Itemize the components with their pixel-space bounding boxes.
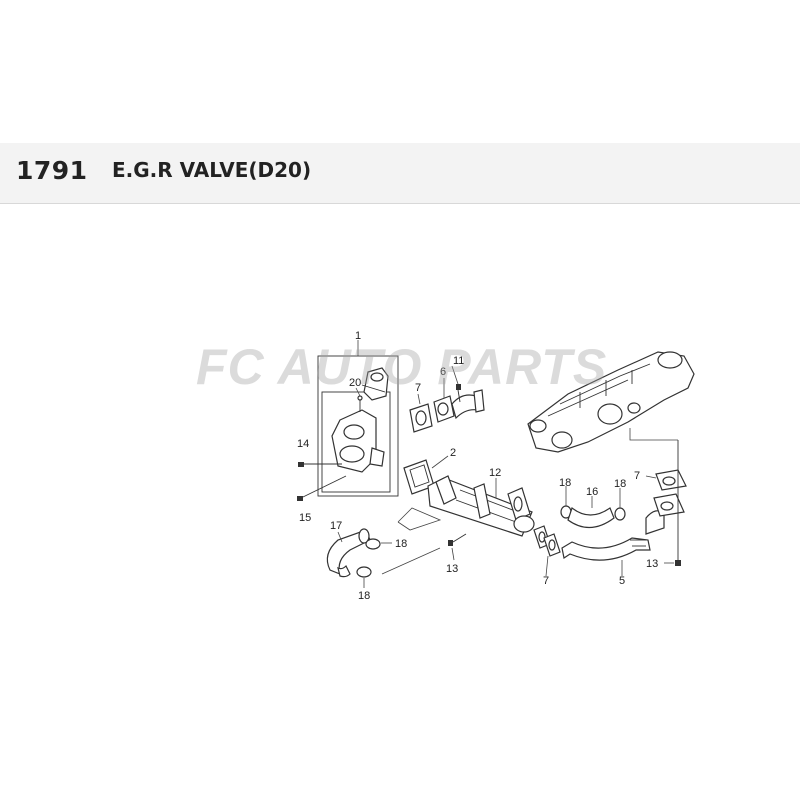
o-ring-18-d <box>614 507 626 521</box>
callout-6: 6 <box>440 366 446 378</box>
bolt-15-part <box>297 475 347 501</box>
callout-18-a: 18 <box>395 538 407 550</box>
callout-2: 2 <box>450 447 456 459</box>
callout-11: 11 <box>453 355 464 367</box>
hose-17-part <box>326 528 371 578</box>
callout-18-d: 18 <box>614 478 626 490</box>
egr-valve-body-part <box>331 395 385 473</box>
intake-manifold-part <box>527 351 695 453</box>
o-ring-18-a <box>365 538 381 550</box>
bolt-11-part <box>456 384 461 403</box>
callout-12: 12 <box>489 467 501 479</box>
callout-20: 20 <box>349 377 361 389</box>
bolt-13-left-part <box>448 533 467 546</box>
figure-number: 1791 <box>16 156 88 185</box>
bolt-13-right-part <box>675 440 681 566</box>
gasket-7-upper-part <box>409 403 433 433</box>
assembly-inner-box <box>321 391 391 493</box>
egr-cooler-12-part <box>427 475 535 537</box>
header-bar: 1791 E.G.R VALVE(D20) <box>0 143 800 204</box>
callout-7-upper: 7 <box>415 382 421 394</box>
pipe-5-part <box>561 493 685 561</box>
callout-1: 1 <box>355 330 361 342</box>
callout-18-b: 18 <box>358 590 370 602</box>
gasket-7-lower-part <box>533 525 561 557</box>
egr-actuator-part <box>361 367 389 401</box>
callout-13-left: 13 <box>446 563 458 575</box>
page-title: E.G.R VALVE(D20) <box>112 158 312 182</box>
callout-18-c: 18 <box>559 477 571 489</box>
gasket-7-right-part <box>655 469 687 491</box>
callout-14: 14 <box>297 438 309 450</box>
o-ring-18-b <box>356 566 372 578</box>
hose-16-part <box>567 507 615 529</box>
pipe-6-part <box>433 389 485 423</box>
callout-17: 17 <box>330 520 342 532</box>
bolt-14-part <box>298 462 342 467</box>
callout-16: 16 <box>586 486 598 498</box>
callout-7-right: 7 <box>634 470 640 482</box>
callout-5: 5 <box>619 575 625 587</box>
callout-15: 15 <box>299 512 311 524</box>
watermark-text: FC AUTO PARTS <box>196 339 608 395</box>
callout-13-right: 13 <box>646 558 658 570</box>
callout-7-lower: 7 <box>543 575 549 587</box>
